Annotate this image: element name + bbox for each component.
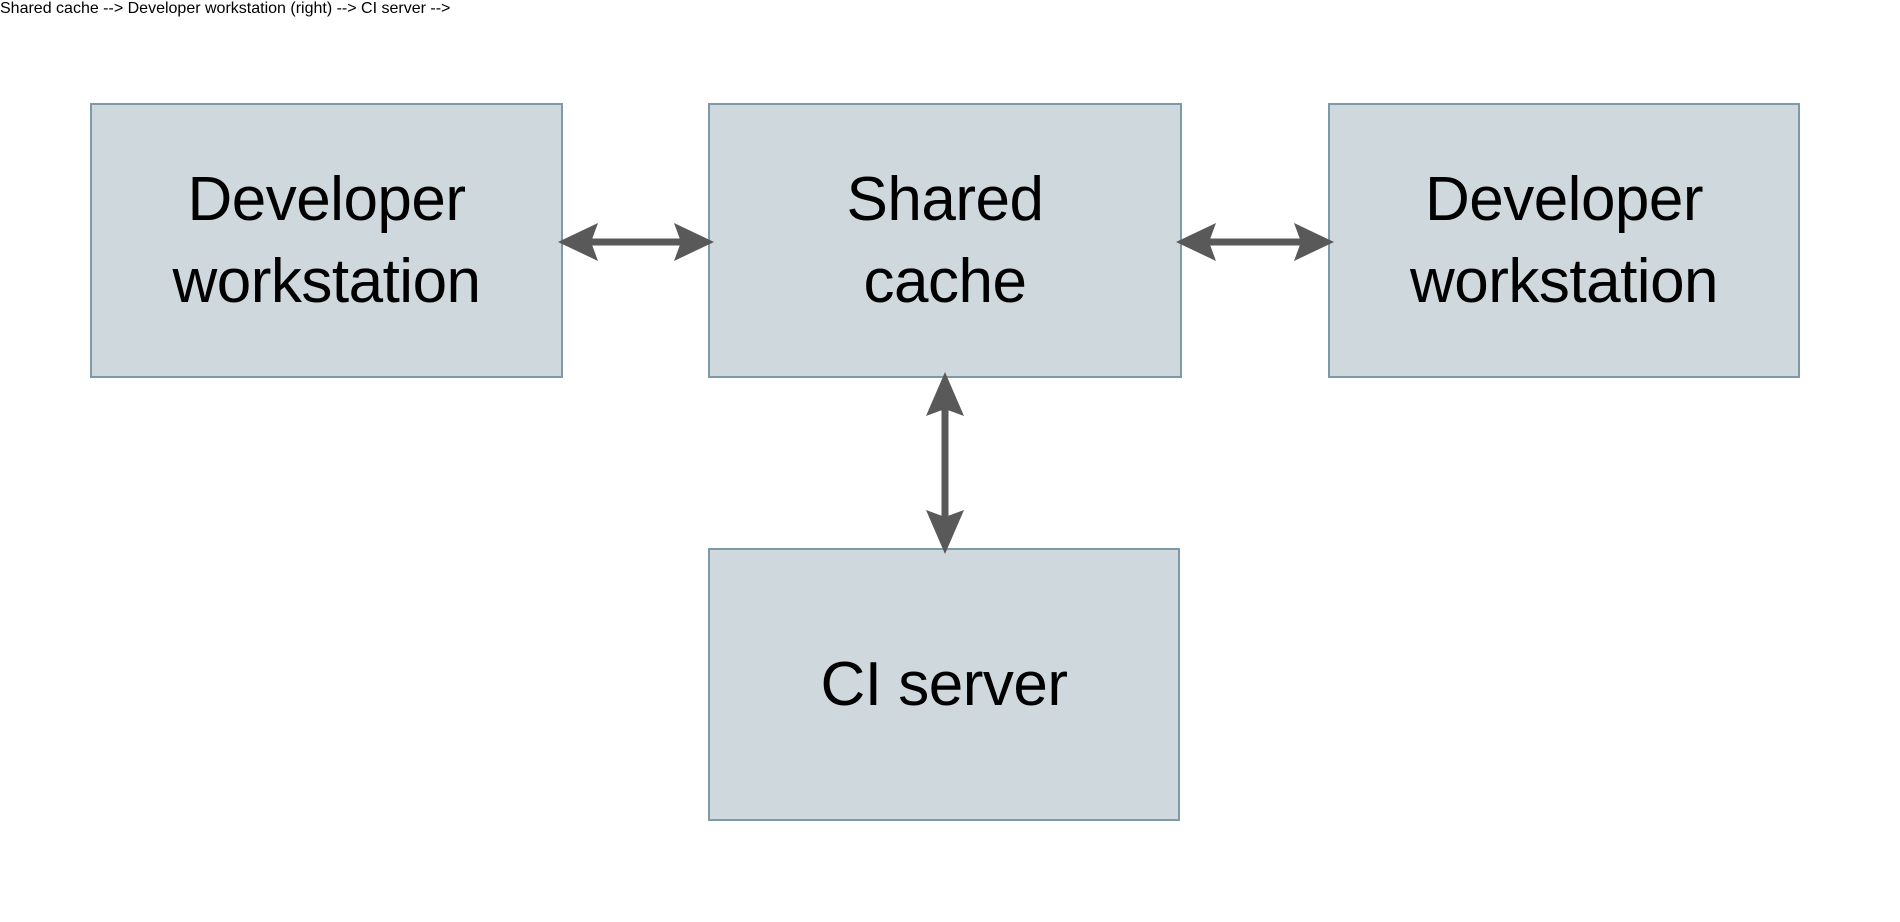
- node-ci-server[interactable]: CI server: [708, 548, 1180, 821]
- node-label: Developer workstation: [1409, 164, 1719, 316]
- connector-shaft: [584, 238, 688, 246]
- arrowhead-down-icon: [926, 510, 964, 554]
- node-developer-workstation-right[interactable]: Developer workstation: [1328, 103, 1800, 378]
- node-label: Shared cache: [846, 164, 1044, 316]
- node-label: Developer workstation: [172, 164, 481, 316]
- arrowhead-left-icon: [558, 223, 598, 261]
- node-label: CI server: [820, 649, 1068, 719]
- connector-dev-left-to-shared-cache[interactable]: [558, 206, 714, 278]
- connector-shared-cache-to-ci-server[interactable]: [909, 372, 981, 554]
- connector-shared-cache-to-dev-right[interactable]: [1176, 206, 1334, 278]
- arrowhead-up-icon: [926, 372, 964, 416]
- connector-shaft: [1202, 238, 1308, 246]
- arrowhead-left-icon: [1176, 223, 1216, 261]
- connector-shaft: [941, 402, 949, 524]
- arrowhead-right-icon: [1294, 223, 1334, 261]
- node-developer-workstation-left[interactable]: Developer workstation: [90, 103, 563, 378]
- node-shared-cache[interactable]: Shared cache: [708, 103, 1182, 378]
- arrowhead-right-icon: [674, 223, 714, 261]
